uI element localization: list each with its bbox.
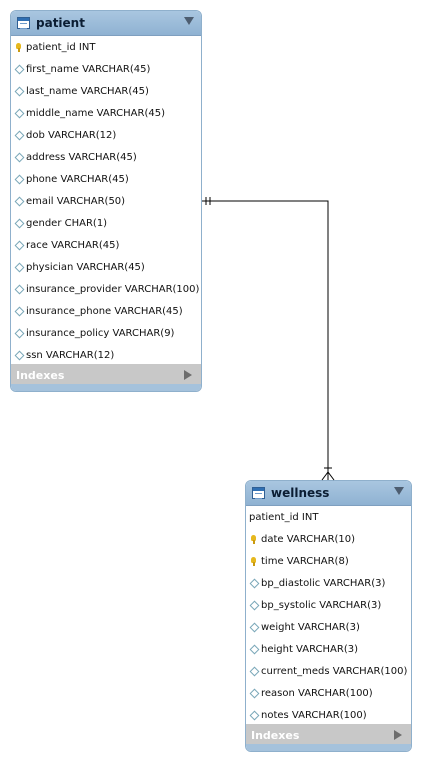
column-label: ssn VARCHAR(12)	[26, 349, 115, 361]
relationship-line[interactable]	[202, 200, 329, 480]
column-label: notes VARCHAR(100)	[261, 709, 367, 721]
column-label: bp_diastolic VARCHAR(3)	[261, 577, 386, 589]
column-label: gender CHAR(1)	[26, 217, 108, 229]
column-row[interactable]: height VARCHAR(3)	[246, 638, 411, 660]
column-row[interactable]: middle_name VARCHAR(45)	[11, 102, 201, 124]
collapse-arrow-icon[interactable]	[184, 17, 194, 25]
primary-key-icon	[250, 535, 258, 544]
column-row[interactable]: physician VARCHAR(45)	[11, 256, 201, 278]
column-row[interactable]: current_meds VARCHAR(100)	[246, 660, 411, 682]
column-row[interactable]: email VARCHAR(50)	[11, 190, 201, 212]
column-label: insurance_policy VARCHAR(9)	[26, 327, 175, 339]
column-row[interactable]: insurance_provider VARCHAR(100)	[11, 278, 201, 300]
column-label: date VARCHAR(10)	[261, 533, 356, 545]
column-row[interactable]: insurance_phone VARCHAR(45)	[11, 300, 201, 322]
column-label: phone VARCHAR(45)	[26, 173, 129, 185]
indexes-section[interactable]: Indexes	[11, 364, 201, 386]
patient-table[interactable]: patient patient_id INT first_name VARCHAR…	[10, 10, 202, 392]
column-label: first_name VARCHAR(45)	[26, 63, 151, 75]
column-label: last_name VARCHAR(45)	[26, 85, 149, 97]
column-label: bp_systolic VARCHAR(3)	[261, 599, 382, 611]
column-label: insurance_provider VARCHAR(100)	[26, 283, 200, 295]
column-row[interactable]: date VARCHAR(10)	[246, 528, 411, 550]
column-row[interactable]: phone VARCHAR(45)	[11, 168, 201, 190]
column-row[interactable]: gender CHAR(1)	[11, 212, 201, 234]
column-row[interactable]: time VARCHAR(8)	[246, 550, 411, 572]
column-list: patient_id INT date VARCHAR(10) time VARCH…	[246, 506, 411, 726]
crowfoot-prong	[321, 471, 329, 481]
expand-arrow-icon[interactable]	[184, 370, 192, 380]
column-label: reason VARCHAR(100)	[261, 687, 373, 699]
column-label: weight VARCHAR(3)	[261, 621, 360, 633]
column-label: race VARCHAR(45)	[26, 239, 120, 251]
table-icon	[252, 487, 265, 499]
column-label: time VARCHAR(8)	[261, 555, 349, 567]
table-icon	[17, 17, 30, 29]
table-footer	[246, 744, 411, 751]
column-row[interactable]: weight VARCHAR(3)	[246, 616, 411, 638]
table-title: wellness	[271, 486, 330, 500]
column-label: patient_id INT	[249, 511, 319, 523]
column-row[interactable]: reason VARCHAR(100)	[246, 682, 411, 704]
indexes-section[interactable]: Indexes	[246, 724, 411, 746]
wellness-table[interactable]: wellness patient_id INT date VARCHAR(10) t…	[245, 480, 412, 752]
indexes-label: Indexes	[16, 368, 65, 382]
crowfoot-prong	[327, 471, 335, 481]
column-label: address VARCHAR(45)	[26, 151, 137, 163]
column-row[interactable]: bp_systolic VARCHAR(3)	[246, 594, 411, 616]
primary-key-icon	[15, 43, 23, 52]
column-row[interactable]: race VARCHAR(45)	[11, 234, 201, 256]
column-row[interactable]: patient_id INT	[11, 36, 201, 58]
column-row[interactable]: dob VARCHAR(12)	[11, 124, 201, 146]
column-row[interactable]: ssn VARCHAR(12)	[11, 344, 201, 366]
column-row[interactable]: bp_diastolic VARCHAR(3)	[246, 572, 411, 594]
column-label: insurance_phone VARCHAR(45)	[26, 305, 183, 317]
column-row[interactable]: address VARCHAR(45)	[11, 146, 201, 168]
table-footer	[11, 384, 201, 391]
column-label: physician VARCHAR(45)	[26, 261, 145, 273]
table-header[interactable]: wellness	[246, 481, 411, 506]
primary-key-icon	[250, 557, 258, 566]
table-title: patient	[36, 16, 85, 30]
column-label: dob VARCHAR(12)	[26, 129, 117, 141]
column-row[interactable]: patient_id INT	[246, 506, 411, 528]
table-header[interactable]: patient	[11, 11, 201, 36]
column-label: current_meds VARCHAR(100)	[261, 665, 408, 677]
column-label: email VARCHAR(50)	[26, 195, 126, 207]
collapse-arrow-icon[interactable]	[394, 487, 404, 495]
column-label: height VARCHAR(3)	[261, 643, 359, 655]
column-row[interactable]: insurance_policy VARCHAR(9)	[11, 322, 201, 344]
column-row[interactable]: last_name VARCHAR(45)	[11, 80, 201, 102]
expand-arrow-icon[interactable]	[394, 730, 402, 740]
column-list: patient_id INT first_name VARCHAR(45) last…	[11, 36, 201, 366]
indexes-label: Indexes	[251, 728, 300, 742]
column-row[interactable]: first_name VARCHAR(45)	[11, 58, 201, 80]
column-label: middle_name VARCHAR(45)	[26, 107, 165, 119]
column-label: patient_id INT	[26, 41, 96, 53]
column-row[interactable]: notes VARCHAR(100)	[246, 704, 411, 726]
